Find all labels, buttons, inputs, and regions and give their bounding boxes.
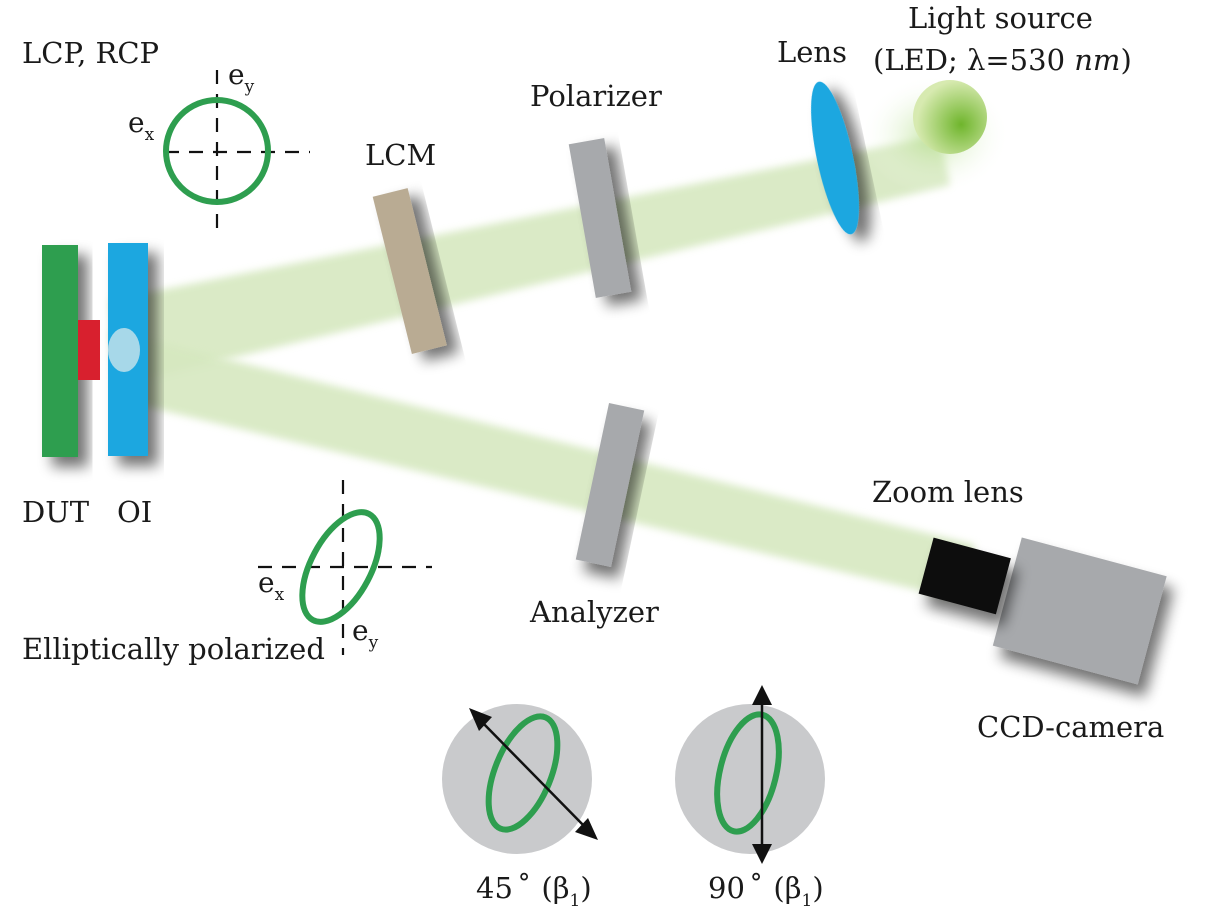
analyzer-element — [575, 403, 645, 567]
zoom-lens-element — [918, 537, 1011, 615]
label-oi: OI — [117, 495, 152, 529]
circle-axis-x-label: ex — [128, 106, 155, 145]
label-lcp-rcp: LCP, RCP — [22, 36, 159, 70]
circle-axis-y-label: ey — [228, 58, 255, 97]
circular-polarization-icon — [163, 70, 310, 232]
inset-45-deg — [442, 704, 598, 854]
lens-element — [811, 81, 859, 235]
label-ccd-camera: CCD-camera — [977, 710, 1164, 744]
elliptical-polarization-icon — [258, 480, 432, 655]
label-light-source: Light source — [908, 1, 1093, 35]
ccd-camera-body — [992, 537, 1167, 685]
ellipse-axis-x-label: ex — [258, 566, 285, 605]
incident-beam — [110, 135, 950, 385]
inset-90-deg — [675, 685, 825, 864]
label-zoom-lens: Zoom lens — [872, 475, 1024, 509]
label-polarizer: Polarizer — [530, 79, 662, 113]
label-lens: Lens — [777, 35, 847, 69]
dut-block — [42, 245, 78, 457]
label-elliptically-polarized: Elliptically polarized — [22, 632, 325, 666]
label-analyzer: Analyzer — [529, 595, 659, 629]
label-light-source-detail: (LED; λ=530 nm) — [873, 43, 1132, 77]
inset-90-label: 90˚(β1) — [708, 871, 824, 911]
sample-spot — [78, 320, 100, 380]
reflected-beam — [110, 330, 975, 600]
led-light-source — [913, 80, 987, 154]
lcm-element — [372, 188, 447, 354]
label-dut: DUT — [22, 495, 90, 529]
polarizer-element — [568, 138, 632, 298]
label-lcm: LCM — [365, 138, 436, 172]
inset-45-label: 45˚(β1) — [476, 871, 592, 911]
ellipse-axis-y-label: ey — [352, 614, 379, 653]
beam-spot — [108, 328, 140, 372]
